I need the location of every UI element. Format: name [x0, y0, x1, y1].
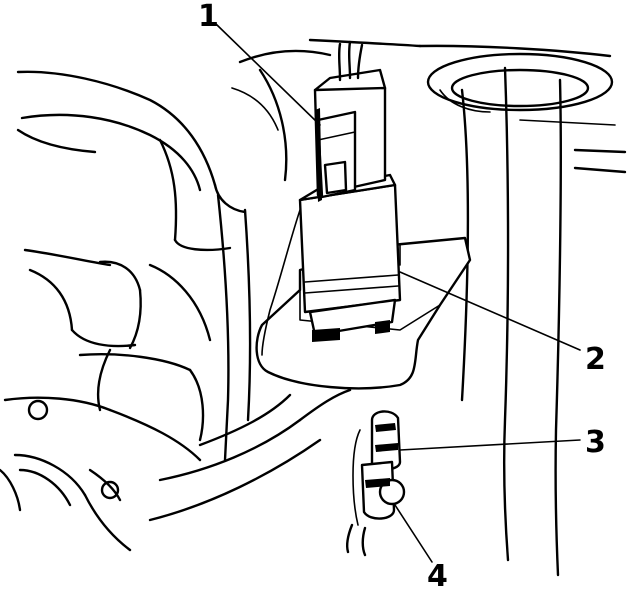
callout-3: 3: [585, 425, 606, 460]
fastener: [346, 460, 406, 557]
wire-harness: [261, 40, 364, 356]
relay: [298, 173, 402, 342]
callout-1: 1: [198, 0, 219, 34]
background-structure: [0, 38, 627, 577]
relay-connector: [313, 68, 387, 202]
callout-4: 4: [427, 559, 448, 592]
callout-2: 2: [585, 342, 606, 377]
leader-lines: [215, 23, 581, 563]
